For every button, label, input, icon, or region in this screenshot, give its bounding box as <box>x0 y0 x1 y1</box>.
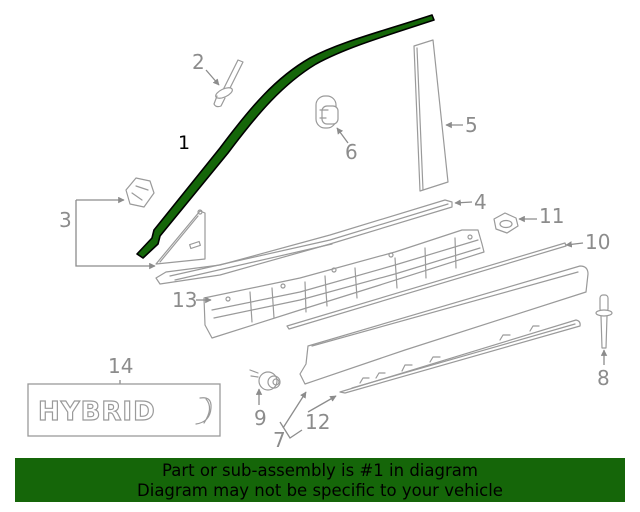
callout-13[interactable]: 13 <box>172 288 198 312</box>
part-3-clip[interactable] <box>125 177 155 208</box>
callout-12[interactable]: 12 <box>305 410 331 434</box>
callout-7[interactable]: 7 <box>273 428 286 452</box>
callout-8[interactable]: 8 <box>597 366 610 390</box>
callout-2[interactable]: 2 <box>192 50 205 74</box>
part-4-belt-moulding[interactable] <box>155 199 453 285</box>
part-2-clip[interactable] <box>213 59 244 108</box>
callout-3[interactable]: 3 <box>59 208 72 232</box>
callout-4[interactable]: 4 <box>474 190 487 214</box>
callout-6[interactable]: 6 <box>345 140 358 164</box>
banner-line-2: Diagram may not be specific to your vehi… <box>137 481 503 500</box>
part-11-nut[interactable] <box>493 212 519 234</box>
callout-1[interactable]: 1 <box>178 132 191 154</box>
svg-text:HYBRID: HYBRID <box>38 397 156 427</box>
part-14-hybrid-emblem[interactable]: HYBRID <box>27 380 221 437</box>
parts-diagram: HYBRID <box>27 14 613 439</box>
part-3-corner-piece[interactable] <box>155 209 206 265</box>
part-9-clip[interactable] <box>249 369 281 391</box>
part-8-rivet[interactable] <box>595 294 613 349</box>
part-1-pillar-moulding[interactable] <box>136 14 435 259</box>
callout-14[interactable]: 14 <box>108 354 134 378</box>
part-13-rocker-panel[interactable] <box>203 229 485 339</box>
banner-line-1: Part or sub-assembly is #1 in diagram <box>162 461 478 480</box>
part-5-pillar-applique[interactable] <box>413 39 449 192</box>
callout-10[interactable]: 10 <box>585 230 611 254</box>
part-7-door-moulding[interactable] <box>299 265 589 385</box>
callout-9[interactable]: 9 <box>254 406 267 430</box>
part-6-retainer[interactable] <box>315 95 339 129</box>
part-12-rocker-moulding[interactable] <box>339 319 581 394</box>
callout-5[interactable]: 5 <box>465 113 478 137</box>
info-banner: Part or sub-assembly is #1 in diagram Di… <box>15 458 625 502</box>
callout-11[interactable]: 11 <box>539 204 565 228</box>
